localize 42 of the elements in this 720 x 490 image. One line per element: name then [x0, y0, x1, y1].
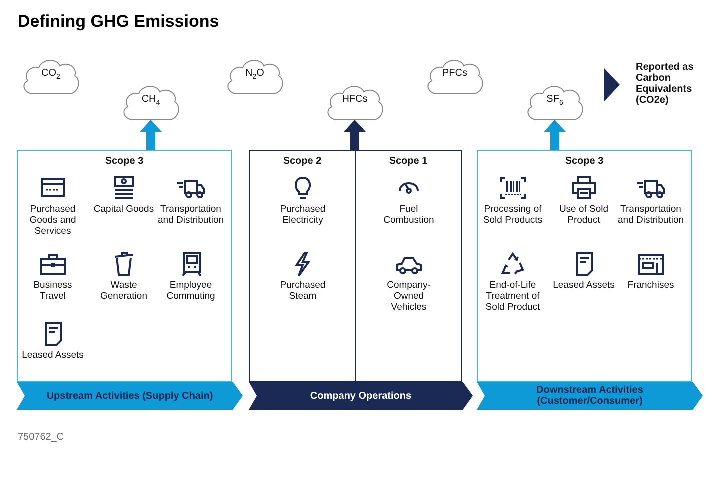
banner-label: Upstream Activities (Supply Chain): [46, 390, 214, 404]
scope-heading: Scope 1: [388, 156, 429, 167]
up-arrow: [344, 120, 366, 150]
diagram-title: Defining GHG Emissions: [18, 12, 220, 32]
item-label: Company-Owned Vehicles: [386, 280, 432, 313]
gas-label: N$_{2}$O: [244, 68, 266, 81]
item-label: Purchased Steam: [279, 280, 327, 302]
item-label: Transportation and Distribution: [618, 204, 684, 226]
item-label: Business Travel: [32, 280, 74, 302]
item-label: Leased Assets: [21, 350, 85, 361]
scope-heading: Scope 3: [104, 156, 145, 167]
item-label: Use of Sold Product: [558, 204, 610, 226]
item-label: Capital Goods: [92, 204, 156, 215]
item-label: Leased Assets: [552, 280, 616, 291]
chevron-banner: [477, 382, 703, 410]
scope-heading: Scope 3: [564, 156, 605, 167]
item-label: Purchased Goods and Services: [28, 204, 78, 237]
scope-panel: [17, 150, 232, 382]
gas-label: CH$_{4}$: [140, 94, 162, 107]
chevron-banner: [249, 382, 473, 410]
item-label: Purchased Electricity: [279, 204, 327, 226]
side-note: Reported as Carbon Equivalents (CO2e): [636, 62, 695, 106]
scope-heading: Scope 2: [282, 156, 323, 167]
chevron-banner: [17, 382, 243, 410]
item-label: Transportation and Distribution: [158, 204, 224, 226]
figure-code: 750762_C: [18, 432, 66, 443]
item-label: Franchises: [626, 280, 676, 291]
item-label: Employee Commuting: [166, 280, 216, 302]
gas-label: HFCs: [341, 94, 369, 105]
gas-label: SF$_{6}$: [546, 94, 564, 107]
item-label: Processing of Sold Products: [482, 204, 544, 226]
item-label: Waste Generation: [99, 280, 148, 302]
item-label: Fuel Combustion: [382, 204, 436, 226]
gas-label: CO$_{2}$: [40, 68, 62, 81]
up-arrow: [140, 120, 162, 150]
scope-panel: [477, 150, 692, 382]
operations-box: [249, 150, 462, 382]
item-label: End-of-Life Treatment of Sold Product: [484, 280, 542, 313]
banner-label: Company Operations: [309, 390, 413, 404]
gas-label: PFCs: [442, 68, 468, 79]
up-arrow: [544, 120, 566, 150]
banner-label: Downstream Activities (Customer/Consumer): [536, 384, 644, 409]
